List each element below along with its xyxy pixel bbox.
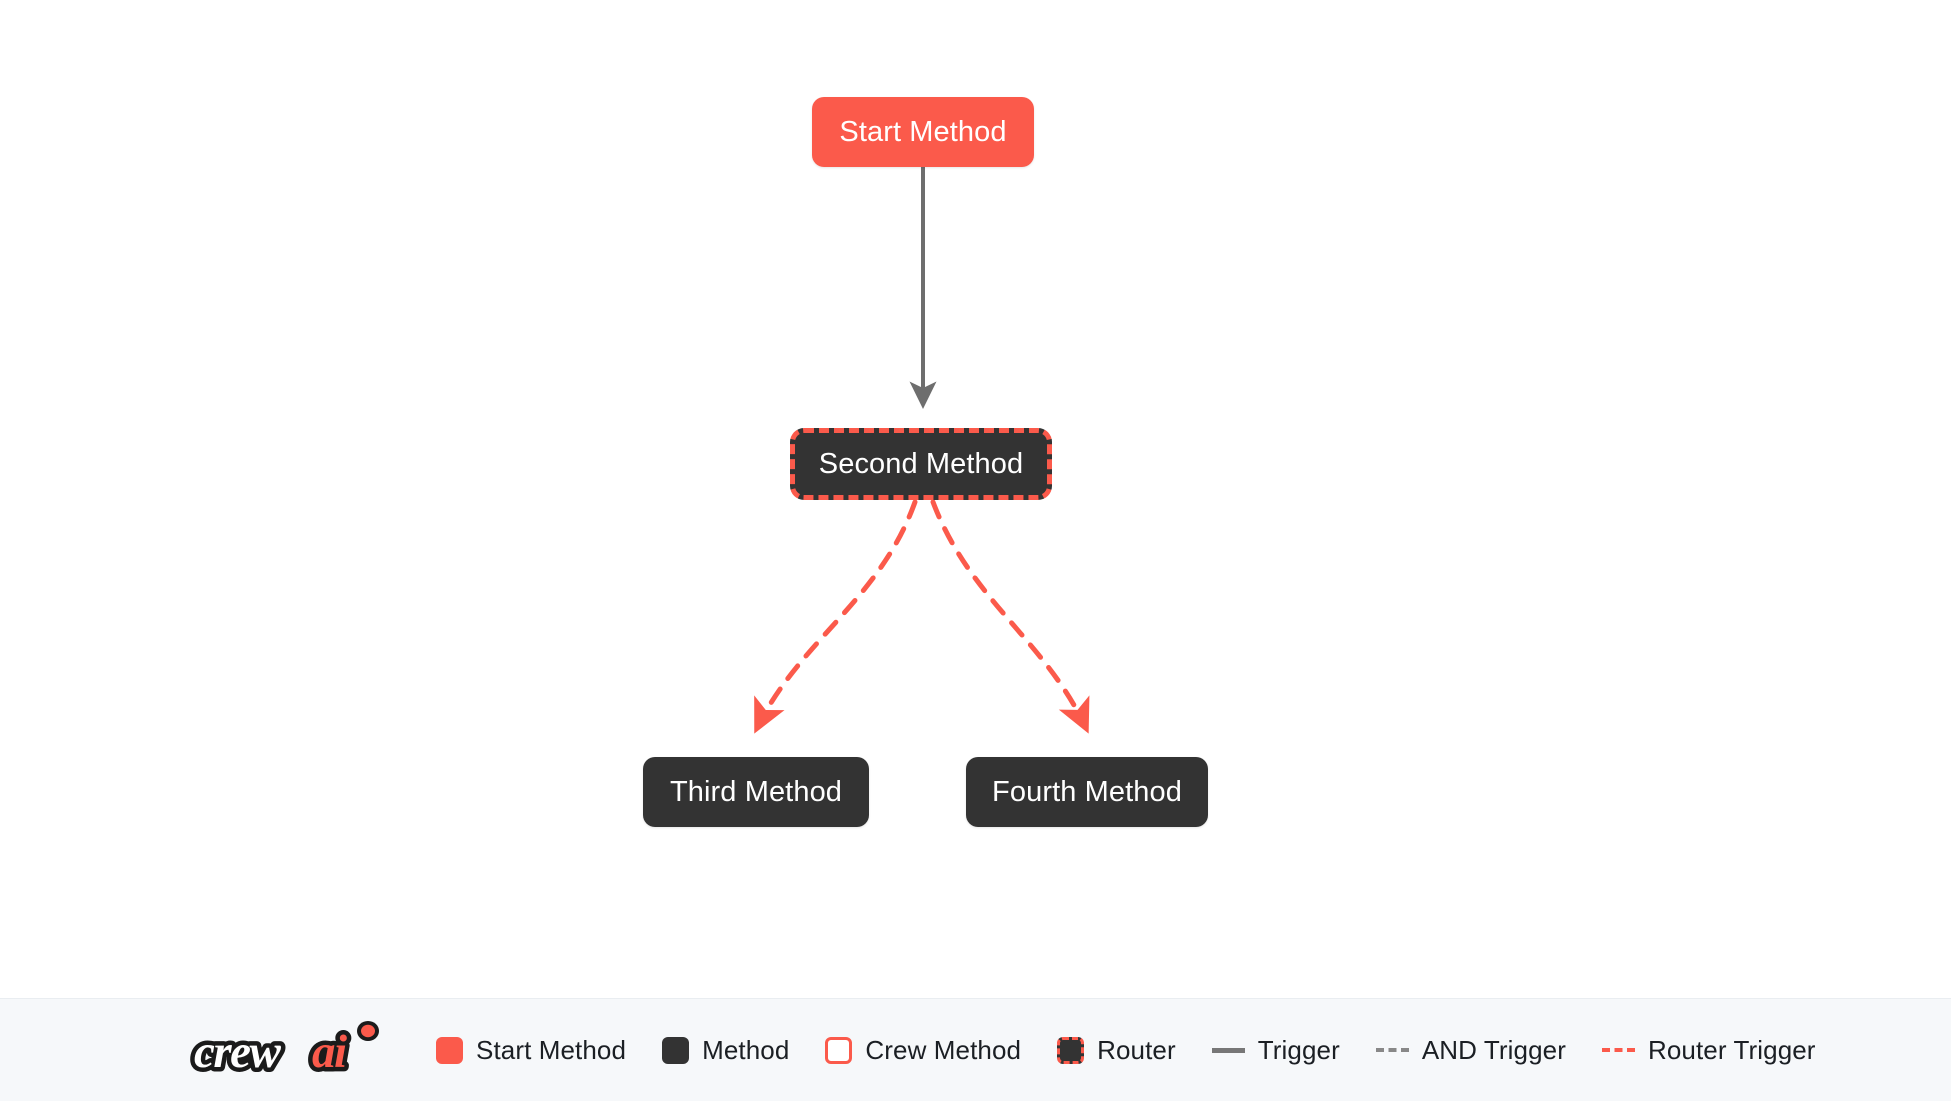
legend-item-router: Router <box>1057 1035 1176 1066</box>
logo-outline-ai: ai <box>312 1026 347 1078</box>
legend-label: Router <box>1097 1034 1176 1065</box>
node-label: Fourth Method <box>992 775 1182 808</box>
legend-label: Crew Method <box>865 1034 1022 1065</box>
node-label: Third Method <box>669 775 843 808</box>
legend-item-and-trigger: AND Trigger <box>1375 1034 1566 1066</box>
logo-outline-crew: crew <box>194 1026 282 1078</box>
node-start-method[interactable]: Start Method <box>812 97 1034 167</box>
start-method-swatch-icon <box>436 1036 463 1064</box>
logo-text-ai: ai <box>312 1026 347 1078</box>
legend-item-router-trigger: Router Trigger <box>1601 1034 1816 1066</box>
logo-text-crew: crew <box>194 1026 282 1078</box>
legend-items-container: crew crew ai ai Start Method Method Crew… <box>188 1019 1852 1081</box>
node-label: Start Method <box>839 115 1007 148</box>
node-fourth-method[interactable]: Fourth Method <box>966 757 1208 827</box>
flow-canvas[interactable]: Start Method Second Method Third Method … <box>0 0 1951 998</box>
edge-second-to-fourth <box>930 499 1090 734</box>
crew-method-swatch-icon <box>825 1036 853 1064</box>
router-swatch-icon <box>1057 1036 1085 1064</box>
legend-item-method: Method <box>662 1035 789 1066</box>
node-second-method-router[interactable]: Second Method <box>790 428 1052 500</box>
logo-dot-icon <box>361 1024 375 1038</box>
router-trigger-line-icon <box>1601 1048 1635 1052</box>
legend-item-trigger: Trigger <box>1211 1034 1340 1066</box>
legend-label: Method <box>702 1034 790 1065</box>
legend-label: Trigger <box>1257 1034 1340 1065</box>
legend-item-crew-method: Crew Method <box>825 1035 1021 1066</box>
legend-item-start-method: Start Method <box>436 1035 626 1066</box>
node-third-method[interactable]: Third Method <box>643 757 869 827</box>
method-swatch-icon <box>662 1036 690 1064</box>
legend-label: Start Method <box>476 1034 627 1065</box>
trigger-line-icon <box>1211 1047 1245 1053</box>
and-trigger-line-icon <box>1375 1048 1409 1052</box>
legend-label: Router Trigger <box>1647 1034 1816 1065</box>
legend-bar: crew crew ai ai Start Method Method Crew… <box>0 998 1951 1101</box>
edges-layer <box>754 167 1090 734</box>
node-label: Second Method <box>818 447 1024 480</box>
edge-second-to-third <box>754 499 918 734</box>
legend-label: AND Trigger <box>1421 1034 1566 1065</box>
crewai-logo: crew crew ai ai <box>190 1021 379 1081</box>
